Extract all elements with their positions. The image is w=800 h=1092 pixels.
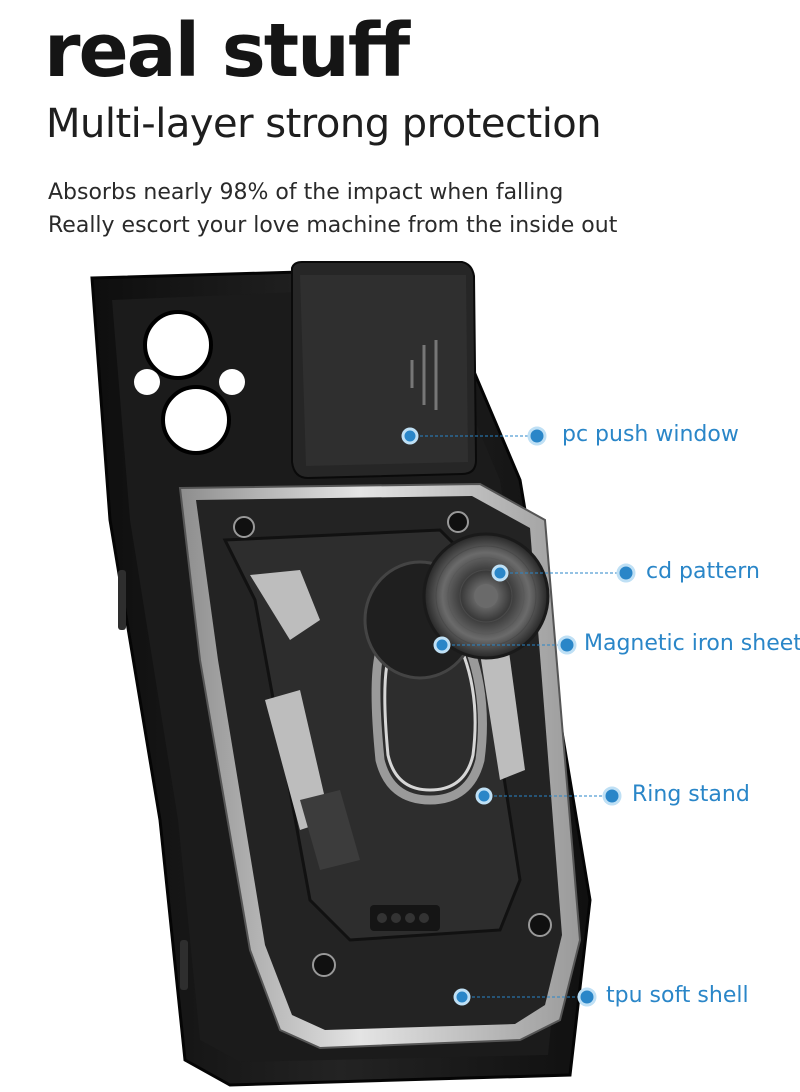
subheadline: Multi-layer strong protection <box>46 101 602 147</box>
callout-dot <box>401 427 419 445</box>
camera-hole <box>145 312 211 378</box>
callout-dot <box>577 987 597 1007</box>
phone-case-illustration <box>90 261 636 1087</box>
callout-cd-pattern: cd pattern <box>646 559 760 584</box>
callout-dot <box>475 787 493 805</box>
screw <box>312 953 336 977</box>
callout-ring-stand: Ring stand <box>632 782 750 807</box>
description-line-1: Absorbs nearly 98% of the impact when fa… <box>48 180 564 205</box>
callout-dot <box>616 563 636 583</box>
callout-magnetic-iron-sheet: Magnetic iron sheet <box>584 631 800 656</box>
camera-hole <box>134 369 160 395</box>
side-button <box>118 570 126 630</box>
camera-hole <box>163 387 229 453</box>
callout-pc-push-window: pc push window <box>562 422 739 447</box>
callout-dot <box>453 988 471 1006</box>
callout-dot <box>433 636 451 654</box>
callout-dot <box>491 564 509 582</box>
callout-dot <box>557 635 577 655</box>
side-button <box>180 940 188 990</box>
description: Absorbs nearly 98% of the impact when fa… <box>48 176 617 242</box>
screw <box>233 516 255 538</box>
callout-dot <box>602 786 622 806</box>
callout-tpu-soft-shell: tpu soft shell <box>606 983 749 1008</box>
headline: real stuff <box>44 8 410 94</box>
camera-hole <box>219 369 245 395</box>
screw <box>528 913 552 937</box>
description-line-2: Really escort your love machine from the… <box>48 213 618 238</box>
callout-dot <box>527 426 547 446</box>
screw <box>447 511 469 533</box>
